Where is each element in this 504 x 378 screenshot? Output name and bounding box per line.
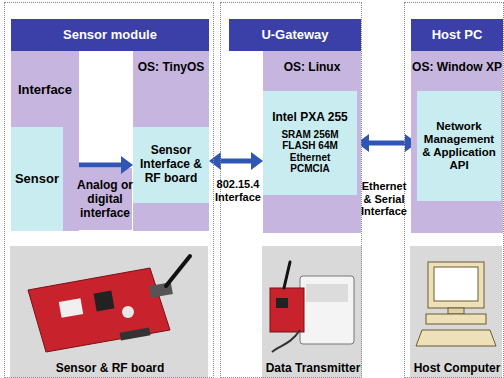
box-detail: SRAM 256M FLASH 64M Ethernet PCMCIA: [271, 129, 349, 175]
box-title: OS: Linux: [284, 61, 341, 75]
component-box: Sensor: [11, 127, 63, 231]
gateway-photo: [270, 262, 354, 352]
component-box: Sensor Interface & RF board: [133, 127, 209, 203]
header-bar: U-Gateway: [229, 19, 361, 51]
interface-arrow: [357, 134, 417, 152]
interface-label: Ethernet & Serial Interface: [360, 180, 408, 218]
box-title: Intel PXA 255: [272, 111, 348, 125]
box-title: Sensor: [15, 172, 59, 187]
os-panel: OS: LinuxIntel PXA 255SRAM 256M FLASH 64…: [263, 51, 361, 233]
photo-panel: Host Computer: [411, 247, 503, 378]
header-bar: Sensor module: [11, 19, 209, 51]
interface-arrow: [209, 152, 263, 170]
box-title: Sensor Interface & RF board: [136, 144, 206, 185]
box-title: Network Management & Application API: [420, 120, 498, 173]
module-column: Host PC OS: Window XP Network Management &…: [404, 2, 504, 378]
box-title: OS: TinyOS: [138, 61, 204, 75]
component-box: Network Management & Application API: [417, 91, 501, 201]
photo-ground: [262, 246, 362, 378]
photo-caption: Host Computer: [414, 362, 501, 376]
header-bar: Host PC: [411, 19, 503, 51]
photo-panel: Sensor & RF board: [11, 247, 209, 378]
interface-label: 802.15.4 Interface: [212, 178, 264, 203]
photo-panel: Data Transmitter: [263, 247, 363, 378]
photo-ground: [410, 246, 502, 378]
computer-icon: [416, 262, 496, 346]
box-title: OS: Window XP: [412, 61, 502, 75]
os-panel: OS: TinyOS Sensor Interface & RF board: [133, 51, 209, 231]
component-box: Intel PXA 255SRAM 256M FLASH 64M Etherne…: [263, 91, 357, 195]
interface-label: Analog or digital interface: [76, 179, 134, 220]
os-panel: InterfaceSensor: [11, 51, 79, 231]
os-panel: OS: Window XP Network Management & Applic…: [411, 51, 503, 233]
photo-ground: [10, 246, 208, 378]
photo-caption: Sensor & RF board: [56, 362, 165, 376]
photo-caption: Data Transmitter: [266, 362, 361, 376]
sensor-board-photo: [28, 256, 190, 352]
box-title: Interface: [18, 83, 72, 98]
